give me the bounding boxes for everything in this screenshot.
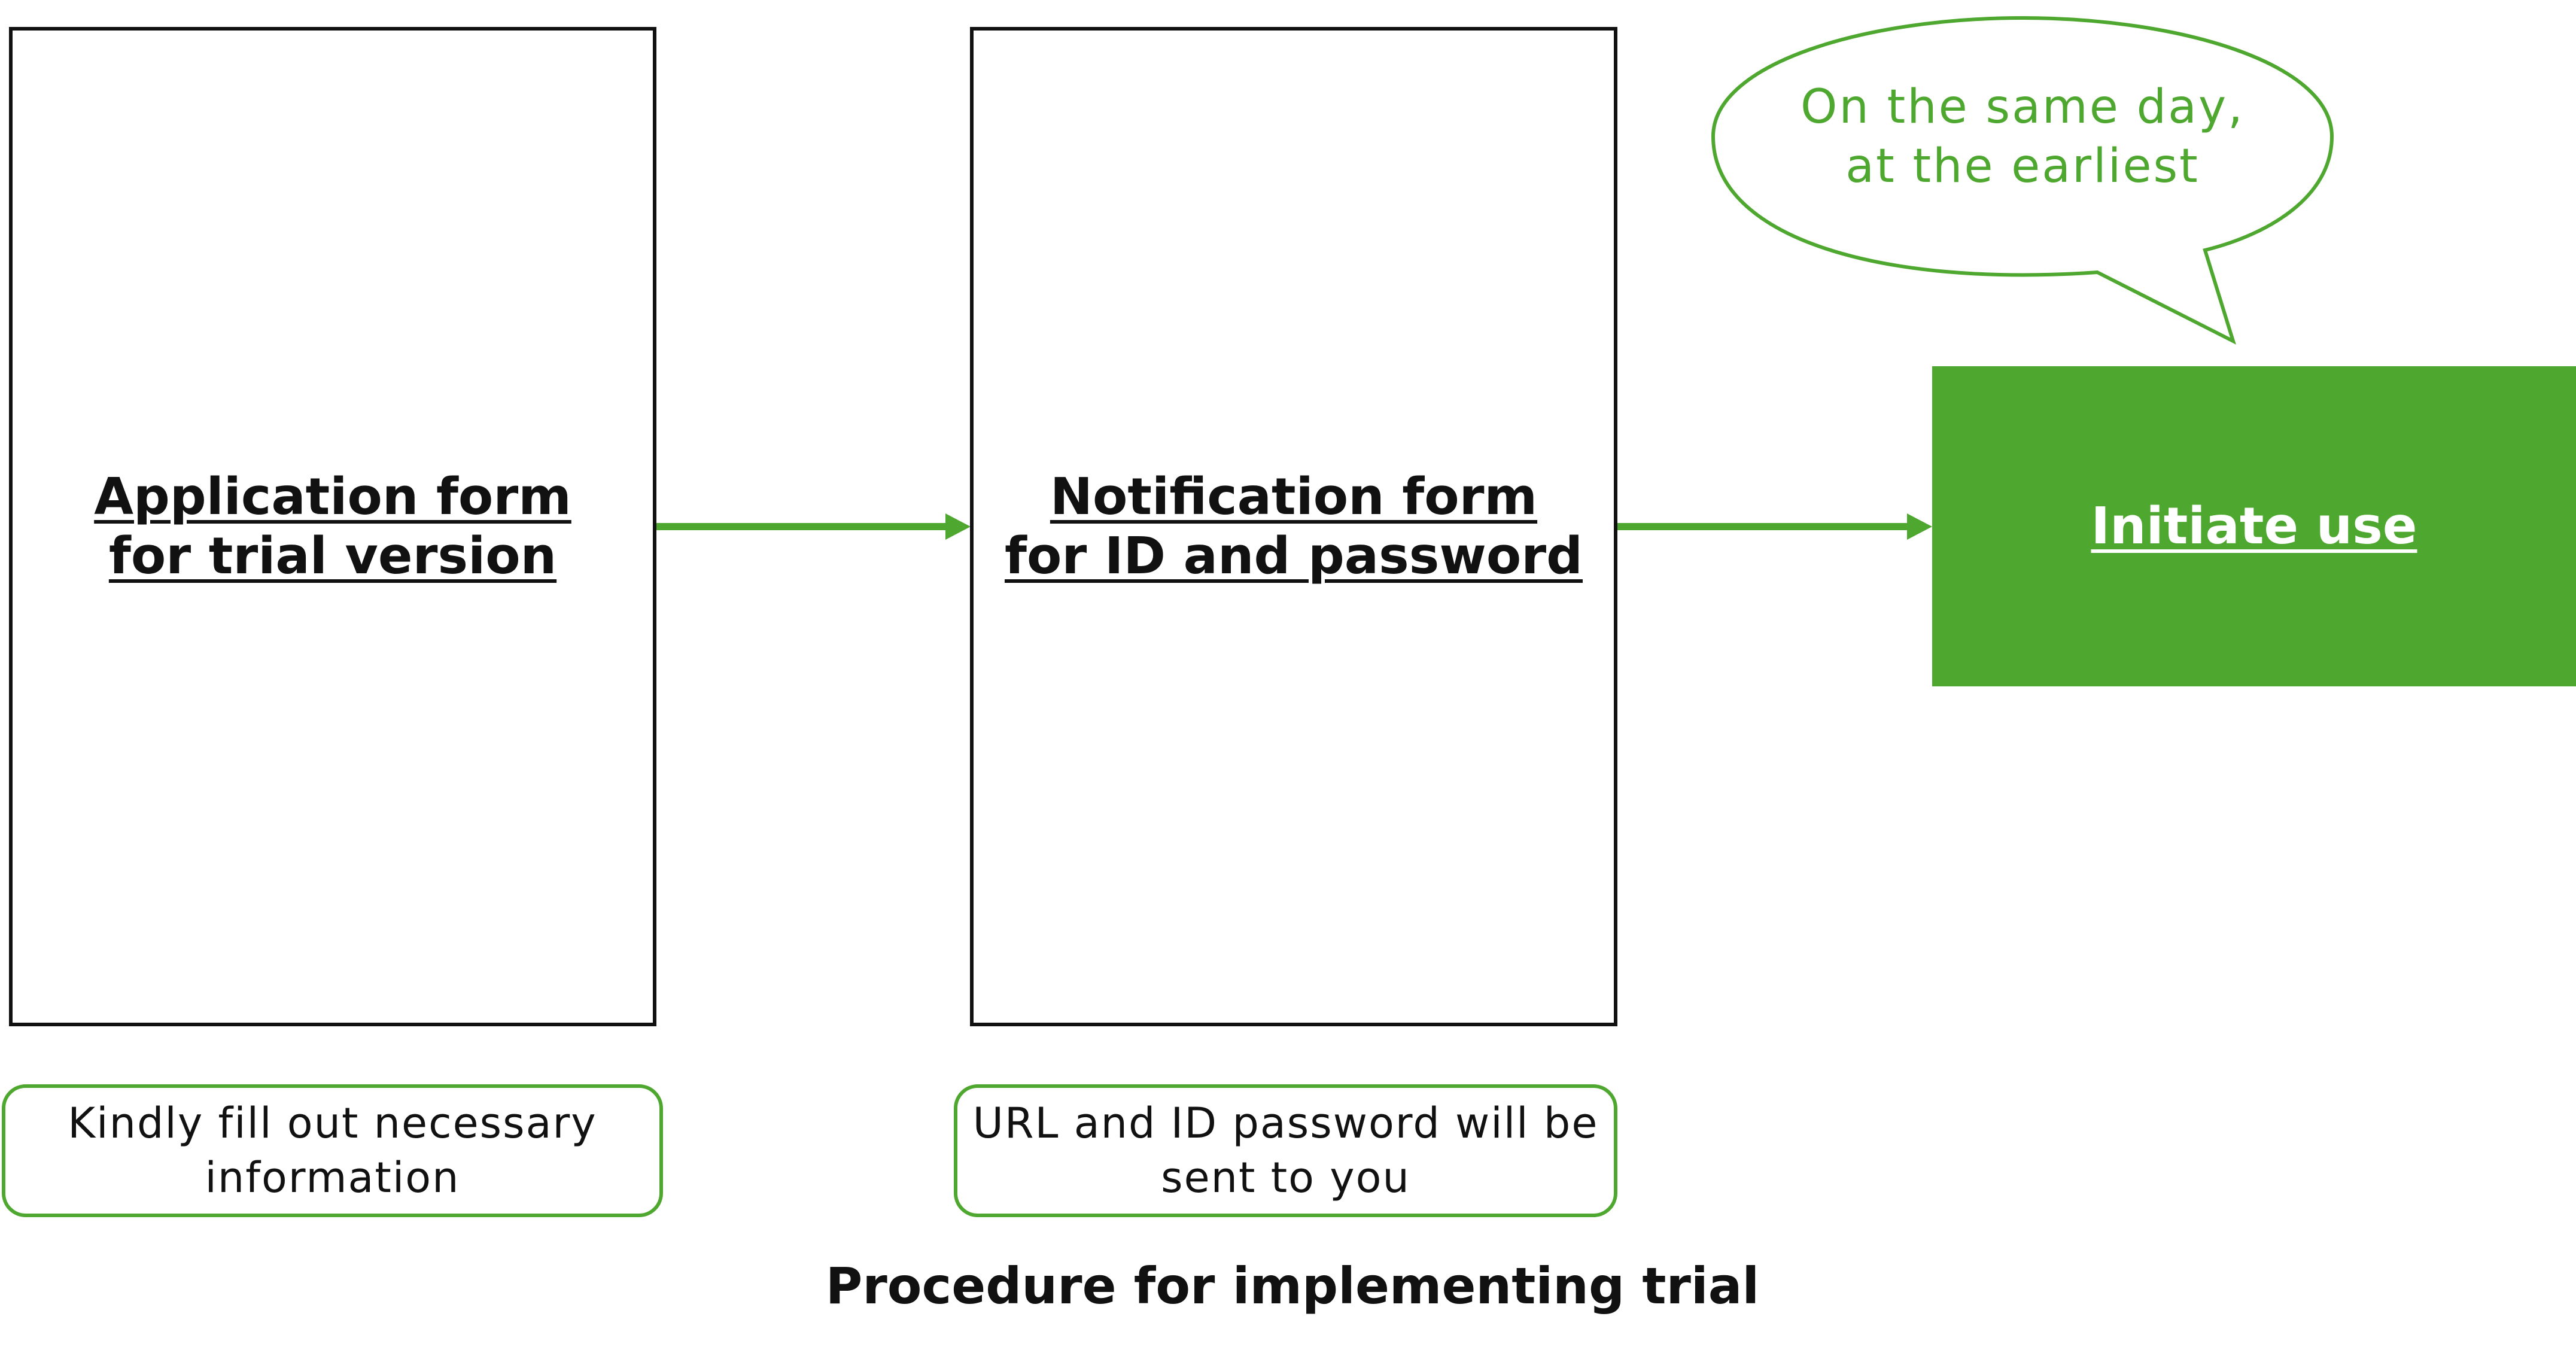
step-title-line: Notification form xyxy=(1050,467,1538,527)
callout-line: On the same day, xyxy=(1801,80,2245,134)
final-step-box: Initiate use xyxy=(1932,366,2576,686)
note-line: Kindly fill out necessary xyxy=(68,1099,597,1148)
note-line: sent to you xyxy=(1161,1153,1410,1202)
arrow-step2-to-final xyxy=(1617,513,1932,540)
step-title-line: for ID and password xyxy=(1004,527,1583,586)
note-line: URL and ID password will be xyxy=(972,1099,1599,1148)
final-step-label: Initiate use xyxy=(2091,497,2417,556)
note-box-step2: URL and ID password will be sent to you xyxy=(954,1084,1617,1217)
arrow-step1-to-step2 xyxy=(656,513,971,540)
note-box-step1: Kindly fill out necessary information xyxy=(2,1084,663,1217)
step-title-line: for trial version xyxy=(108,527,557,586)
step-title: Notification form for ID and password xyxy=(1005,467,1583,586)
step-title: Application form for trial version xyxy=(94,467,571,586)
note-text: Kindly fill out necessary information xyxy=(68,1096,597,1205)
callout-line: at the earliest xyxy=(1845,139,2200,194)
diagram-caption: Procedure for implementing trial xyxy=(825,1257,1760,1315)
callout-text: On the same day, at the earliest xyxy=(1735,78,2310,196)
speech-bubble-outline xyxy=(1711,16,2334,345)
step-box-application-form: Application form for trial version xyxy=(9,27,656,1026)
note-line: information xyxy=(205,1153,460,1202)
step-box-notification-form: Notification form for ID and password xyxy=(970,27,1617,1026)
step-title-line: Application form xyxy=(94,467,571,527)
note-text: URL and ID password will be sent to you xyxy=(973,1096,1599,1205)
